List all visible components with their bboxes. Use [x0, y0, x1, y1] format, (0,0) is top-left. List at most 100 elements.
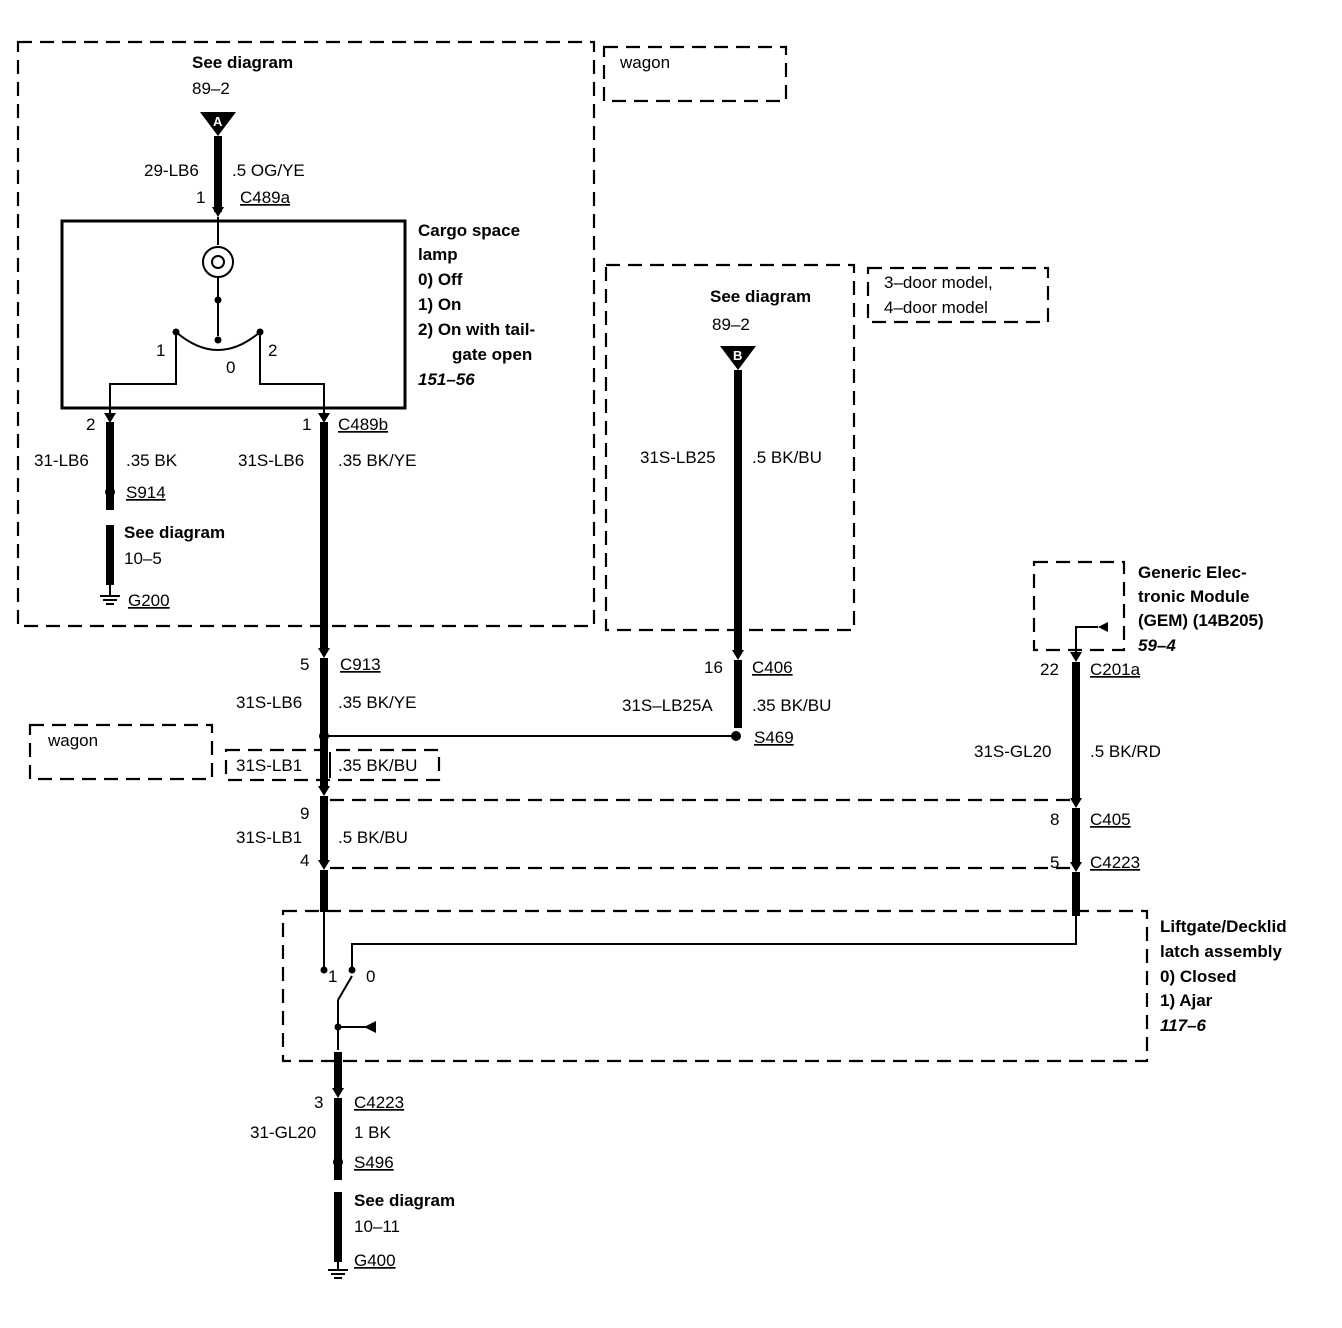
c489b-connector: C489b	[338, 415, 388, 434]
s496-splice	[333, 1157, 343, 1167]
liftgate-page-ref: 117–6	[1160, 1016, 1207, 1035]
circuit-31s-lb1: 31S-LB1	[236, 828, 302, 847]
connector-a-triangle	[200, 112, 236, 136]
see-diagram-ground-a: See diagram	[124, 523, 225, 542]
latch-switch-pos-0: 0	[366, 967, 375, 986]
door-model-note-2: 4–door model	[884, 298, 988, 317]
door-model-note-1: 3–door model,	[884, 273, 993, 292]
lamp-output-wire-2	[109, 332, 177, 418]
cargo-lamp-state-2b: gate open	[452, 345, 532, 364]
wagon-label-box-left	[28, 723, 214, 781]
c913-pin-marker	[318, 648, 330, 658]
c489a-pin-marker	[212, 207, 224, 217]
door-model-region-box	[604, 263, 856, 632]
splice-s914: S914	[126, 483, 166, 502]
circuit-31s-lb1-wagon: 31S-LB1	[236, 756, 302, 775]
c201a-connector: C201a	[1090, 660, 1141, 679]
cargo-lamp-component-box	[60, 219, 407, 410]
cargo-lamp-state-0: 0) Off	[418, 270, 463, 289]
see-diagram-ground-b: See diagram	[354, 1191, 455, 1210]
connector-b-letter: B	[733, 348, 742, 363]
c4223-pin-3: 3	[314, 1093, 323, 1112]
liftgate-state-1: 1) Ajar	[1160, 991, 1213, 1010]
latch-switch-pos-1: 1	[328, 967, 337, 986]
liftgate-state-0: 0) Closed	[1160, 967, 1237, 986]
cargo-lamp-title-2: lamp	[418, 245, 458, 264]
lamp-bulb-icon	[202, 246, 234, 278]
wire-spec-bk-bu-wagon: .35 BK/BU	[338, 756, 417, 775]
c405-pin9-marker	[318, 786, 330, 796]
c913-connector: C913	[340, 655, 381, 674]
circuit-31-gl20: 31-GL20	[250, 1123, 316, 1142]
circuit-29-lb6: 29-LB6	[144, 161, 199, 180]
c405-pin-8: 8	[1050, 810, 1059, 829]
latch-contact-0-wire	[351, 916, 1077, 970]
gem-output-arrow-icon	[1098, 622, 1108, 632]
connector-a-letter: A	[213, 114, 223, 129]
circuit-31s-lb25a: 31S–LB25A	[622, 696, 713, 715]
c405-pin-9: 9	[300, 804, 309, 823]
ground-b-ref: 10–11	[354, 1217, 400, 1236]
gem-title-3: (GEM) (14B205)	[1138, 611, 1264, 630]
liftgate-latch-box	[281, 909, 1149, 1063]
c489b-pin: 1	[302, 415, 311, 434]
c4223-pin5-marker	[1070, 862, 1082, 872]
wagon-label-box	[602, 45, 788, 103]
gem-title-2: tronic Module	[1138, 587, 1249, 606]
ground-a-ref: 10–5	[124, 549, 162, 568]
gem-module-box	[1032, 560, 1126, 652]
lamp-switch-pos-0: 0	[226, 358, 235, 377]
cargo-lamp-title-1: Cargo space	[418, 221, 520, 240]
splice-s469: S469	[754, 728, 794, 747]
c406-pin-marker	[732, 650, 744, 660]
circuit-31s-lb25: 31S-LB25	[640, 448, 716, 467]
connector-b-triangle	[720, 346, 756, 370]
gem-title-1: Generic Elec-	[1138, 563, 1247, 582]
cargo-lamp-state-1: 1) On	[418, 295, 461, 314]
c913-pin: 5	[300, 655, 309, 674]
see-diagram-a-label: See diagram	[192, 53, 293, 72]
s469-splice	[731, 731, 741, 741]
lamp-filament-icon	[211, 255, 226, 269]
ground-a-pin: 2	[86, 415, 95, 434]
ground-g400: G400	[354, 1251, 396, 1270]
c4223-connector-lower: C4223	[354, 1093, 404, 1112]
s914-splice	[105, 487, 115, 497]
lamp-output-wire-1	[259, 332, 325, 418]
c489a-pin: 1	[196, 188, 205, 207]
c489a-connector: C489a	[240, 188, 291, 207]
wire-spec-1-bk: 1 BK	[354, 1123, 392, 1142]
c4223-pin-4: 4	[300, 851, 309, 870]
wire-spec-og-ye: .5 OG/YE	[232, 161, 305, 180]
cargo-lamp-page-ref: 151–56	[418, 370, 475, 389]
wire-spec-bk-ye-lower: .35 BK/YE	[338, 693, 416, 712]
c201a-pin-marker	[1070, 652, 1082, 662]
gem-page-ref: 59–4	[1138, 636, 1176, 655]
cargo-lamp-state-2a: 2) On with tail-	[418, 320, 535, 339]
wagon-label-left: wagon	[47, 731, 98, 750]
wire-spec-bk-bu-b2: .35 BK/BU	[752, 696, 831, 715]
door-model-label-box	[866, 266, 1050, 324]
wire-spec-bk: .35 BK	[126, 451, 178, 470]
ground-g200: G200	[128, 591, 170, 610]
c405-connector: C405	[1090, 810, 1131, 829]
latch-input-arrow-icon	[364, 1021, 376, 1033]
c4223-pin3-marker	[332, 1088, 344, 1098]
wire-spec-bk-rd: .5 BK/RD	[1090, 742, 1161, 761]
c201a-pin: 22	[1040, 660, 1059, 679]
liftgate-title-2: latch assembly	[1160, 942, 1282, 961]
see-diagram-b-label: See diagram	[710, 287, 811, 306]
c4223-pin-5: 5	[1050, 853, 1059, 872]
wire-spec-bk-bu: .5 BK/BU	[338, 828, 408, 847]
circuit-31s-lb6-lower: 31S-LB6	[236, 693, 302, 712]
c406-connector: C406	[752, 658, 793, 677]
circuit-31s-gl20: 31S-GL20	[974, 742, 1052, 761]
lamp-switch-arc	[175, 331, 261, 351]
c4223-connector-right: C4223	[1090, 853, 1140, 872]
liftgate-title-1: Liftgate/Decklid	[1160, 917, 1287, 936]
wagon-label-top: wagon	[619, 53, 670, 72]
wagon-wire-box	[224, 748, 441, 782]
circuit-31s-lb6-upper: 31S-LB6	[238, 451, 304, 470]
